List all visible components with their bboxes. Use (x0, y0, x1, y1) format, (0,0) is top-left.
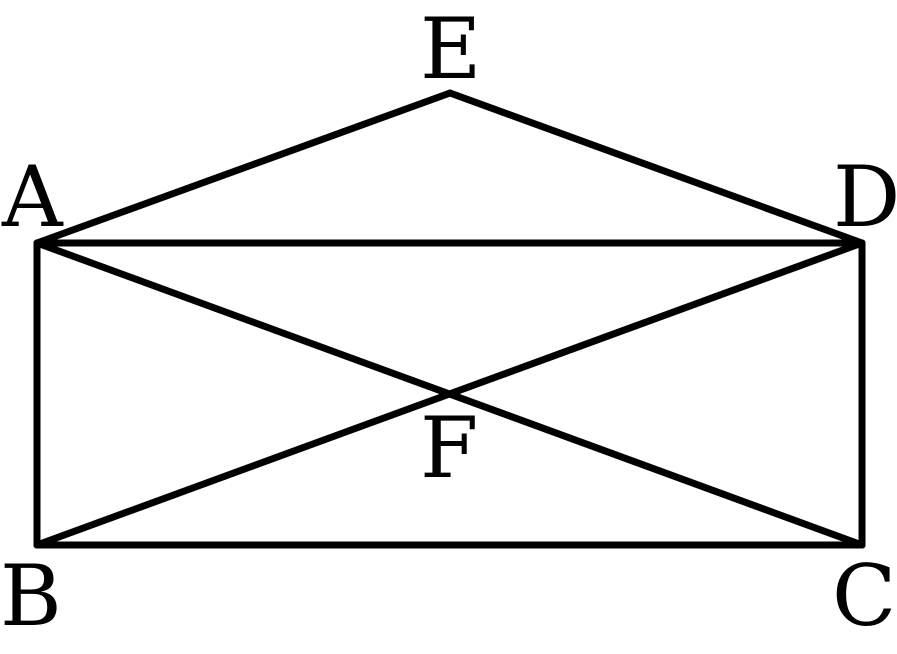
segment-bd (33, 239, 866, 549)
label-f: F (420, 399, 478, 497)
label-a: A (1, 148, 64, 246)
diagram-edges (33, 89, 866, 549)
segment-ed (446, 89, 866, 247)
segment-ae (33, 89, 454, 247)
label-b: B (0, 547, 62, 645)
label-e: E (420, 0, 481, 98)
label-d: D (833, 148, 897, 246)
label-c: C (832, 547, 896, 645)
